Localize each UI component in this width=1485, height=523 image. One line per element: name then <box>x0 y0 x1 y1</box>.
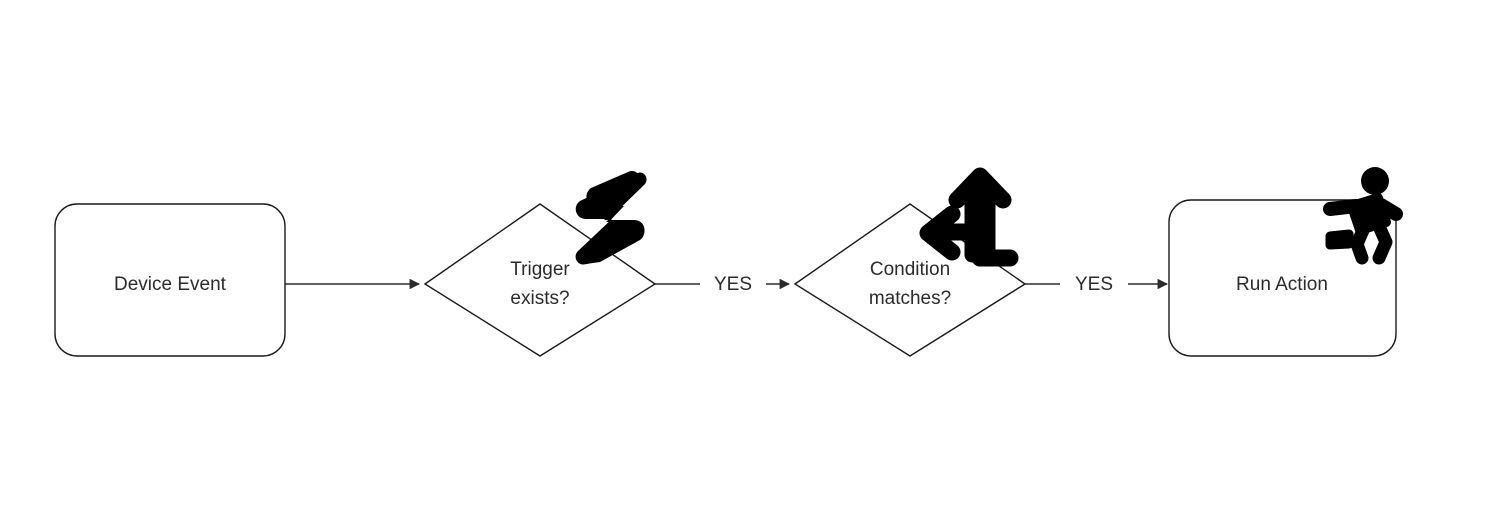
running-person-icon <box>1323 167 1403 265</box>
node-shape-diamond[interactable] <box>423 203 657 357</box>
node-shape-rounded-rect[interactable] <box>54 203 286 357</box>
node-label-trigger-line2: exists? <box>510 288 569 309</box>
node-label-condition-line1: Condition <box>870 259 950 280</box>
branch-arrow-icon <box>919 167 1019 267</box>
node-label-run-action: Run Action <box>1236 274 1328 295</box>
edge-trigger-to-condition: YES <box>655 274 791 295</box>
node-label-condition-line2: matches? <box>869 288 951 309</box>
node-label-device-event: Device Event <box>114 274 227 295</box>
node-run-action[interactable]: Run Action <box>1168 167 1403 357</box>
node-label-trigger-line1: Trigger <box>510 259 570 280</box>
node-condition-matches[interactable]: Condition matches? <box>793 167 1027 357</box>
edge-label-yes-2: YES <box>1075 274 1113 295</box>
node-shape-diamond[interactable] <box>793 203 1027 357</box>
edge-label-yes-1: YES <box>714 274 752 295</box>
node-trigger-exists[interactable]: Trigger exists? <box>423 171 657 357</box>
edge-condition-to-run-action: YES <box>1025 274 1169 295</box>
node-device-event[interactable]: Device Event <box>54 203 286 357</box>
lightning-bolt-icon <box>575 171 647 265</box>
